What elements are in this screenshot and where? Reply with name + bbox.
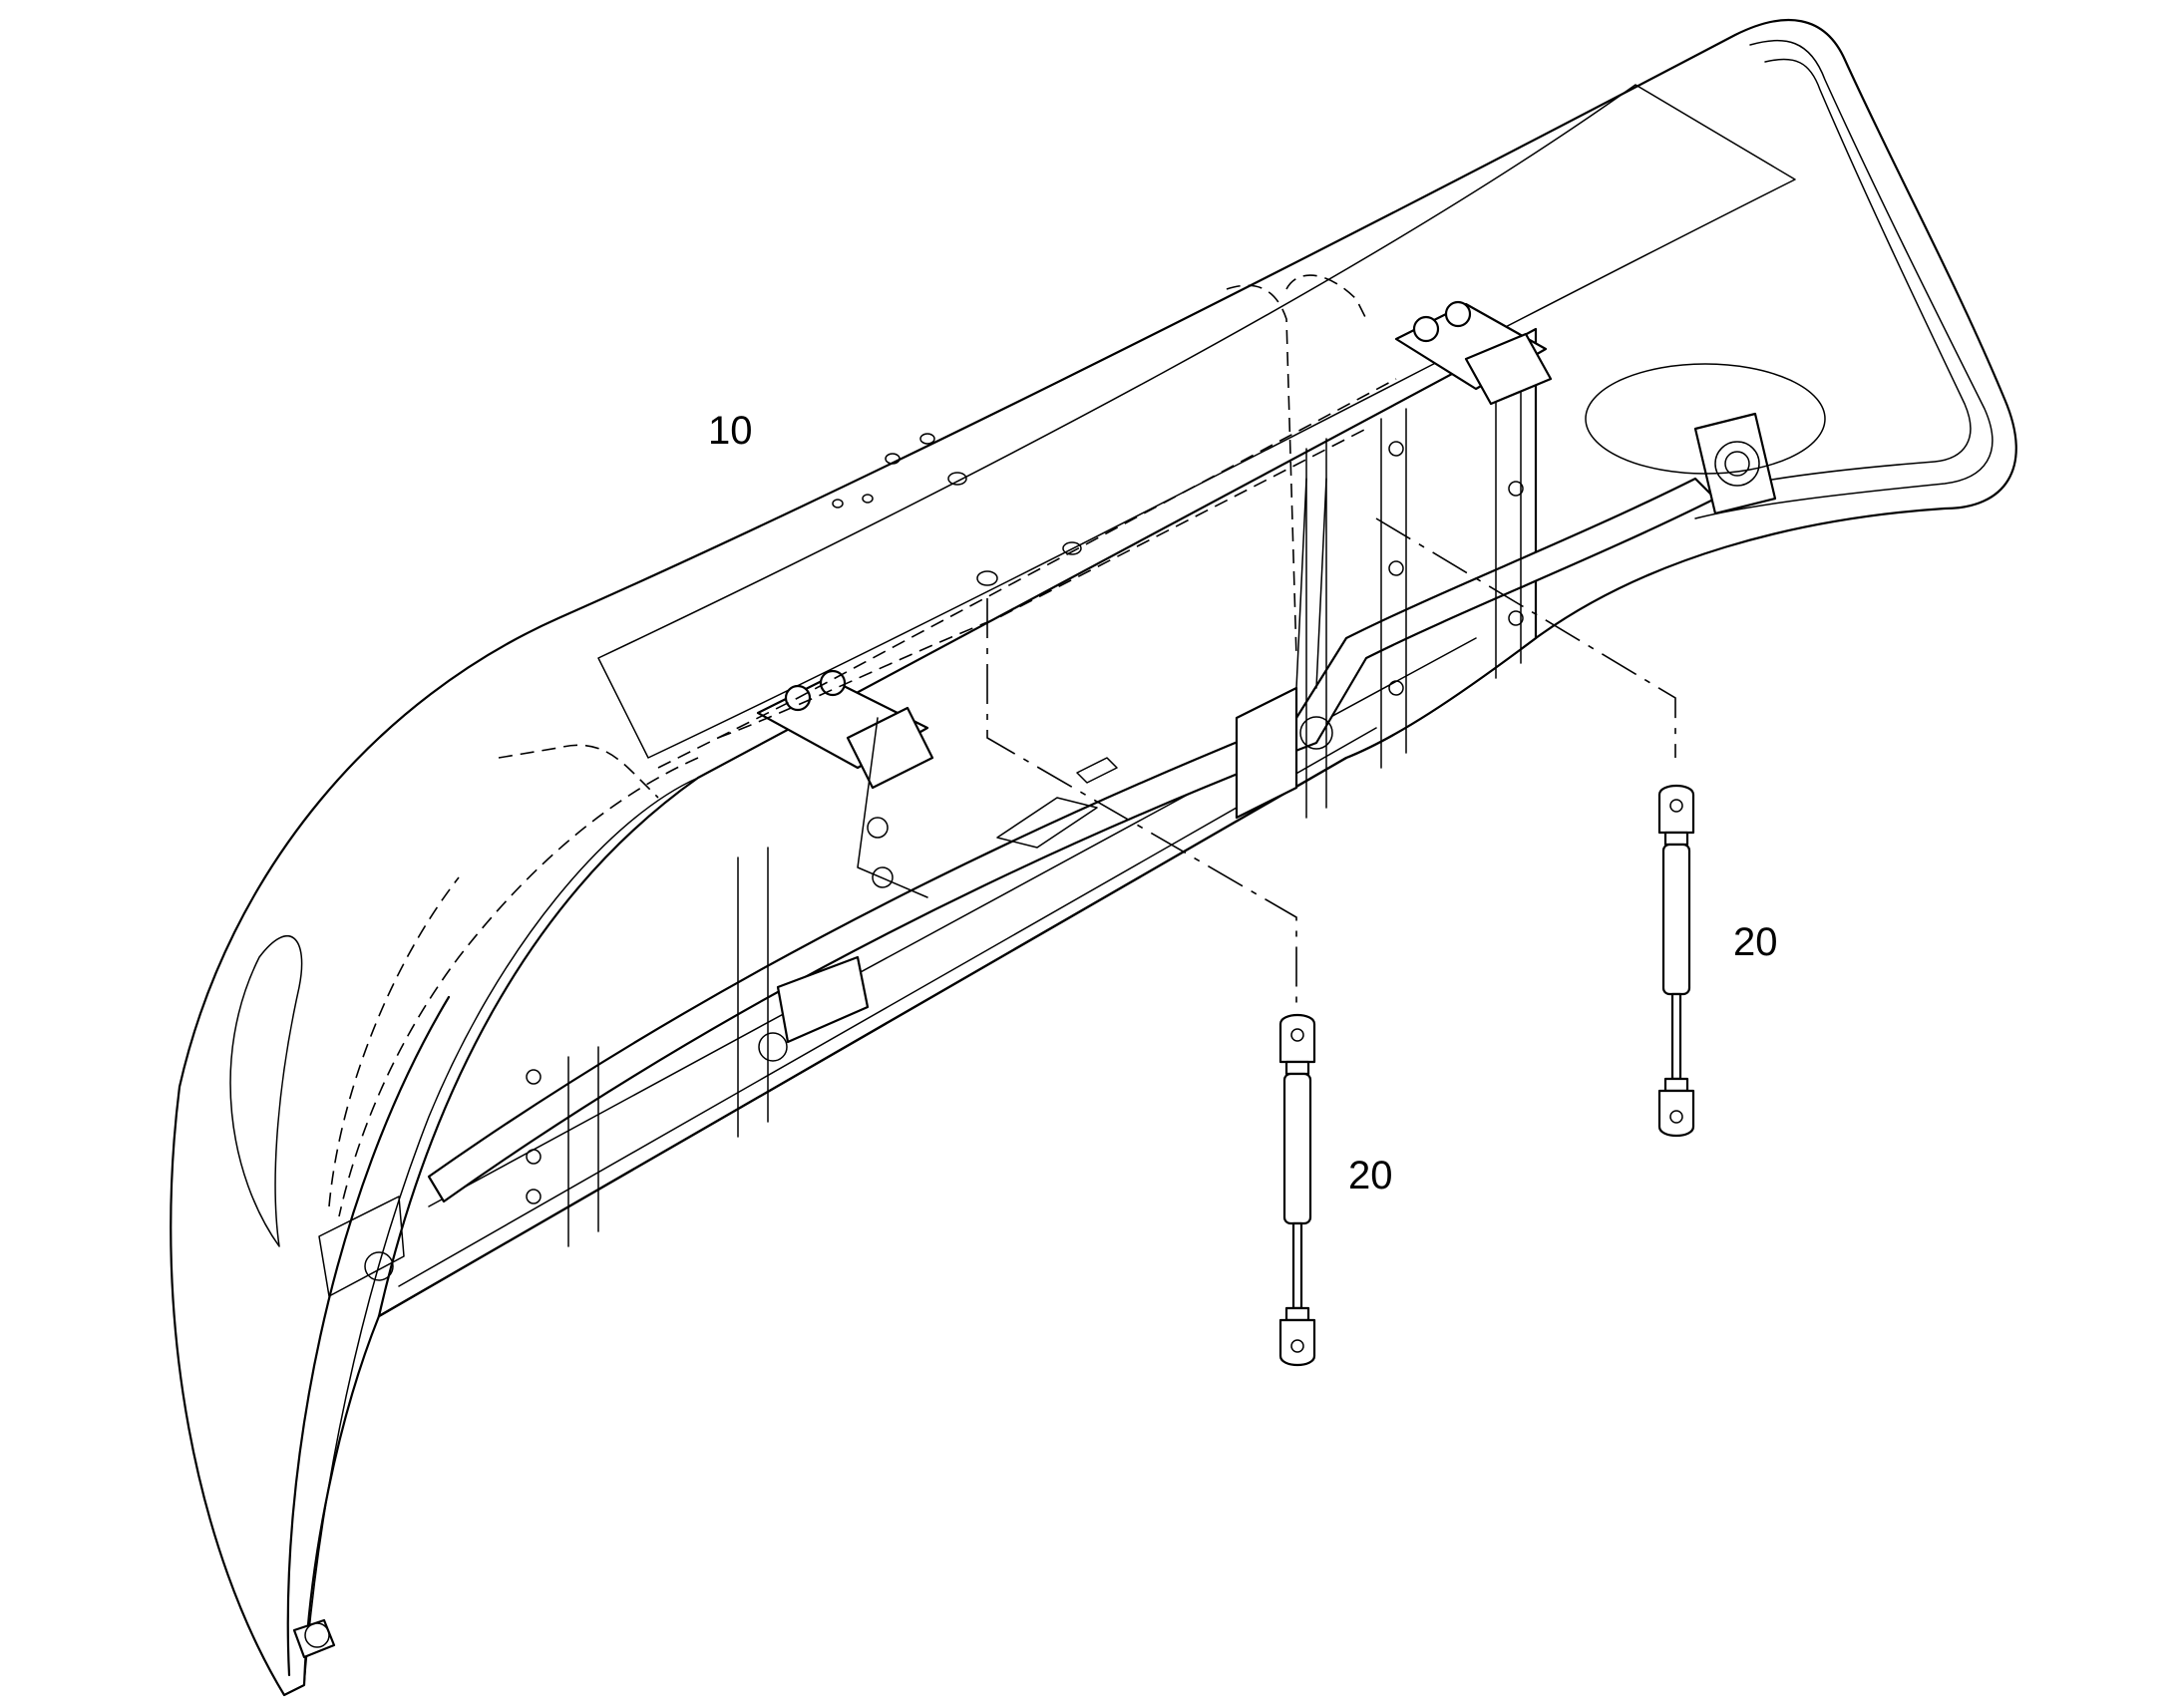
hood-top-surface — [597, 84, 1796, 759]
callout-gas-strut-right: 20 — [1733, 920, 1778, 964]
callout-hood: 10 — [708, 409, 753, 453]
centerline-left-strut — [986, 598, 1297, 1007]
hood-inner-panel — [377, 327, 1538, 1318]
hood-assembly — [170, 18, 2017, 1697]
centerline-right-strut — [1375, 517, 1676, 758]
hood-rim — [1694, 39, 1994, 519]
gas-strut-left — [1278, 1013, 1316, 1367]
hinge-bracket-right — [1394, 300, 1553, 406]
gas-strut-right — [1657, 784, 1695, 1138]
callout-gas-strut-left: 20 — [1348, 1154, 1393, 1197]
